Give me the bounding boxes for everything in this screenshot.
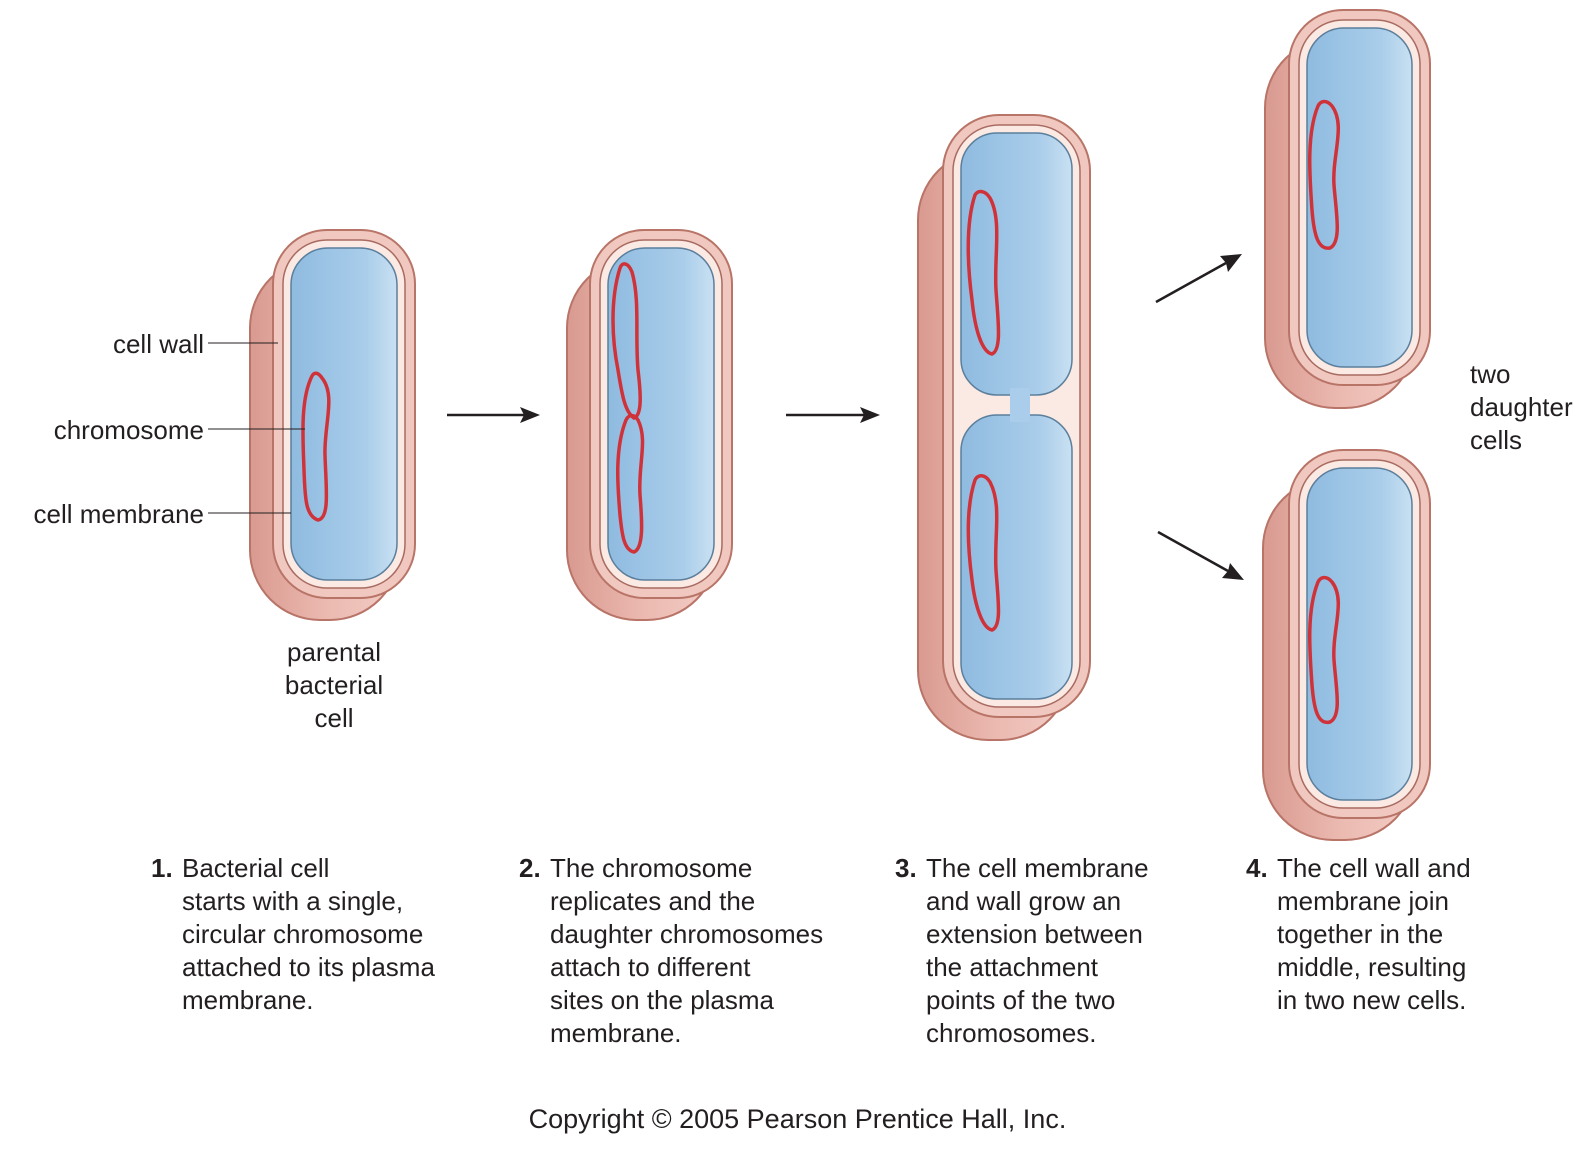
arrow-1-to-2 xyxy=(447,407,540,423)
step-2-text: The chromosome replicates and the daught… xyxy=(550,853,824,1048)
cell-3-chromosome-upper xyxy=(966,189,1001,356)
cell-4-daughter-upper xyxy=(1264,9,1431,409)
cell-4-daughter-lower xyxy=(1262,449,1431,841)
cell-3-cytoplasm-bottom xyxy=(960,414,1073,700)
arrow-2-to-3 xyxy=(786,407,880,423)
step-3-caption: 3. The cell membrane and wall grow an ex… xyxy=(895,852,1215,1050)
cell-wall-label: cell wall xyxy=(112,329,204,359)
cell-4b-cytoplasm xyxy=(1306,467,1413,801)
cell-4a-cytoplasm xyxy=(1306,27,1413,368)
cell-1-parental xyxy=(249,229,416,621)
step-2-number: 2. xyxy=(519,853,541,883)
step-2-caption: 2. The chromosome replicates and the dau… xyxy=(519,852,879,1050)
cell-3-septum-gap xyxy=(1010,388,1030,422)
cell-1-cytoplasm xyxy=(290,247,398,581)
step-4-text: The cell wall and membrane join together… xyxy=(1277,853,1471,1015)
cell-4a-chromosome xyxy=(1307,99,1340,250)
cell-2-cytoplasm xyxy=(607,247,715,581)
parental-cell-label: parental bacterial cell xyxy=(284,637,384,733)
cell-2-replicating xyxy=(566,229,733,621)
step-3-text: The cell membrane and wall grow an exten… xyxy=(926,853,1149,1048)
cell-3-cytoplasm-top xyxy=(960,132,1073,396)
step-1-caption: 1. Bacterial cell starts with a single, … xyxy=(151,852,491,1017)
cell-3-chromosome-lower xyxy=(966,474,1001,632)
step-4-caption: 4. The cell wall and membrane join toget… xyxy=(1246,852,1546,1017)
cell-3-septum xyxy=(917,114,1091,741)
arrow-3-to-lower-daughter xyxy=(1157,530,1244,580)
step-1-number: 1. xyxy=(151,853,173,883)
step-4-number: 4. xyxy=(1246,853,1268,883)
arrow-3-to-upper-daughter xyxy=(1155,254,1242,304)
cell-membrane-label: cell membrane xyxy=(33,499,204,529)
step-1-text: Bacterial cell starts with a single, cir… xyxy=(182,853,435,1015)
cell-2-chromosome-lower xyxy=(616,413,645,554)
daughter-cells-label: two daughter cells xyxy=(1470,359,1573,455)
cell-1-chromosome xyxy=(301,371,331,522)
chromosome-label: chromosome xyxy=(53,415,204,445)
copyright-notice: Copyright © 2005 Pearson Prentice Hall, … xyxy=(528,1104,1067,1134)
cell-2-chromosome-upper xyxy=(611,262,642,420)
cell-4b-chromosome xyxy=(1307,575,1340,725)
step-3-number: 3. xyxy=(895,853,917,883)
